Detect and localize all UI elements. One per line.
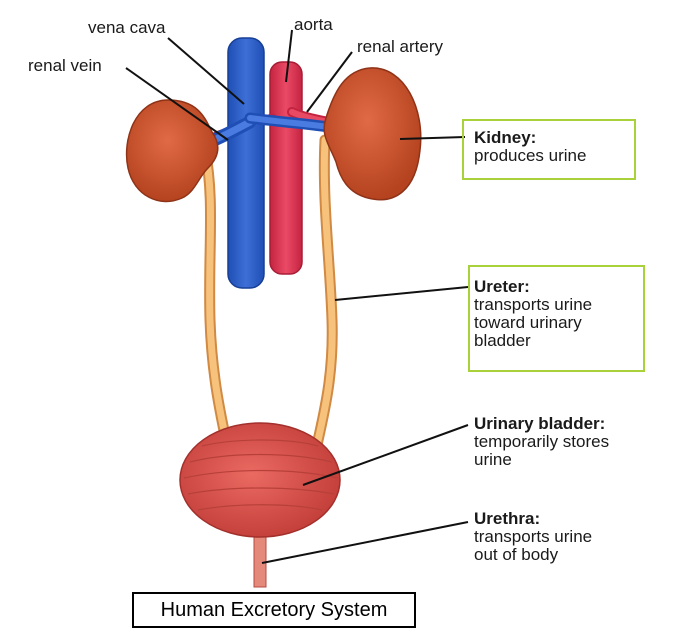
right-kidney [323, 67, 422, 201]
diagram-caption: Human Excretory System [132, 592, 416, 628]
urethra-description: transports urine out of body [474, 527, 593, 564]
kidney-description: produces urine [474, 146, 587, 165]
leader-aorta [285, 29, 293, 83]
label-vena-cava: vena cava [88, 18, 166, 37]
annotation-kidney: Kidney: produces urine [474, 129, 586, 165]
bladder-title: Urinary bladder: [474, 414, 606, 433]
annotation-ureter: Ureter: transports urine toward urinary … [474, 278, 592, 350]
annotation-urethra: Urethra: transports urine out of body [474, 510, 592, 564]
label-aorta: aorta [294, 15, 333, 34]
vena-cava-vessel [193, 37, 342, 289]
leader-renal-vein [125, 67, 229, 141]
label-renal-vein: renal vein [28, 56, 102, 75]
kidney-highlight-box [462, 119, 636, 180]
label-renal-artery: renal artery [357, 37, 443, 56]
bladder-description: temporarily stores urine [474, 432, 610, 469]
urinary-bladder [179, 422, 341, 538]
annotation-bladder: Urinary bladder: temporarily stores urin… [474, 415, 609, 469]
leader-kidney [399, 136, 466, 140]
leader-lines [125, 29, 469, 564]
leader-urethra [261, 521, 469, 564]
ureter-description: transports urine toward urinary bladder [474, 295, 593, 350]
ureter-title: Ureter: [474, 277, 530, 296]
leader-ureter [334, 286, 469, 301]
leader-vena-cava [167, 37, 245, 105]
urethra-title: Urethra: [474, 509, 541, 528]
kidney-title: Kidney: [474, 128, 537, 147]
ureter-highlight-box [468, 265, 645, 372]
ureters [199, 134, 338, 456]
leader-bladder [302, 424, 469, 486]
leader-renal-artery [306, 51, 353, 113]
